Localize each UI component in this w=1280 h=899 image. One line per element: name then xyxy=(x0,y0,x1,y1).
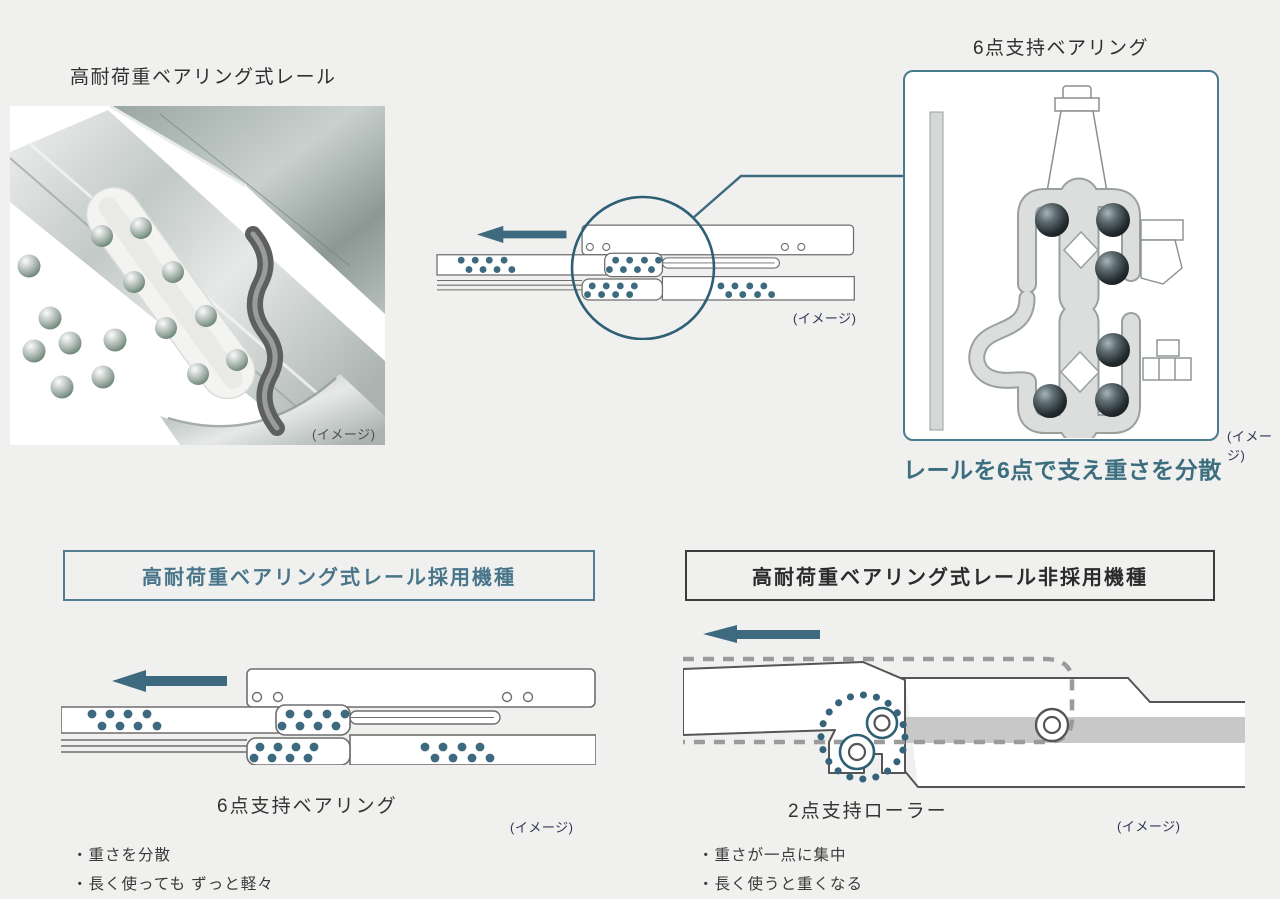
adopted-bullet-1: ・重さを分散 xyxy=(72,847,172,864)
bearing-box-description: レールを6点で支え重さを分散 xyxy=(903,457,1222,483)
magnifier-leader-line xyxy=(692,174,903,219)
bearing-box-title: 6点支持ベアリング xyxy=(972,38,1150,59)
bearing-box-image-caption: (イメージ) xyxy=(1227,429,1273,463)
two-support-rollers xyxy=(838,706,1070,771)
highlight-dotted-circle xyxy=(817,691,909,783)
bearing-cross-section-box xyxy=(903,70,1219,441)
not-adopted-diagram-label: 2点支持ローラー xyxy=(788,801,948,822)
rail-photo-illustration xyxy=(10,106,385,445)
arrow-left-icon xyxy=(703,625,820,643)
bearing-cross-section-illustration xyxy=(929,85,1192,438)
photo-image-caption: (イメージ) xyxy=(312,427,376,442)
not-adopted-image-caption: (イメージ) xyxy=(1117,819,1181,834)
bearing-balls-on-strip xyxy=(91,217,248,385)
photo-title: 高耐荷重ベアリング式レール xyxy=(70,67,337,88)
adopted-image-caption: (イメージ) xyxy=(510,820,574,835)
not-adopted-bullet-2: ・長く使うと重くなる xyxy=(698,876,864,893)
adopted-rail-diagram xyxy=(61,665,596,765)
rail-photo xyxy=(10,106,385,445)
magnifier-circle xyxy=(570,195,716,340)
adopted-diagram-label: 6点支持ベアリング xyxy=(217,796,398,817)
rail-diagram-image-caption: (イメージ) xyxy=(793,311,857,326)
not-adopted-bullet-list: ・重さが一点に集中 ・長く使うと重くなる xyxy=(698,841,863,899)
six-support-balls xyxy=(1033,203,1130,418)
adopted-bullet-2: ・長く使っても ずっと軽々 xyxy=(72,876,274,893)
adopted-models-header: 高耐荷重ベアリング式レール採用機種 xyxy=(63,550,595,601)
not-adopted-models-header: 高耐荷重ベアリング式レール非採用機種 xyxy=(685,550,1215,601)
roller-rail-diagram xyxy=(683,618,1245,808)
loose-bearing-balls xyxy=(17,254,127,399)
rail-side-diagram xyxy=(430,160,910,340)
not-adopted-bullet-1: ・重さが一点に集中 xyxy=(698,847,847,864)
adopted-bullet-list: ・重さを分散 ・長く使っても ずっと軽々 xyxy=(72,841,274,899)
